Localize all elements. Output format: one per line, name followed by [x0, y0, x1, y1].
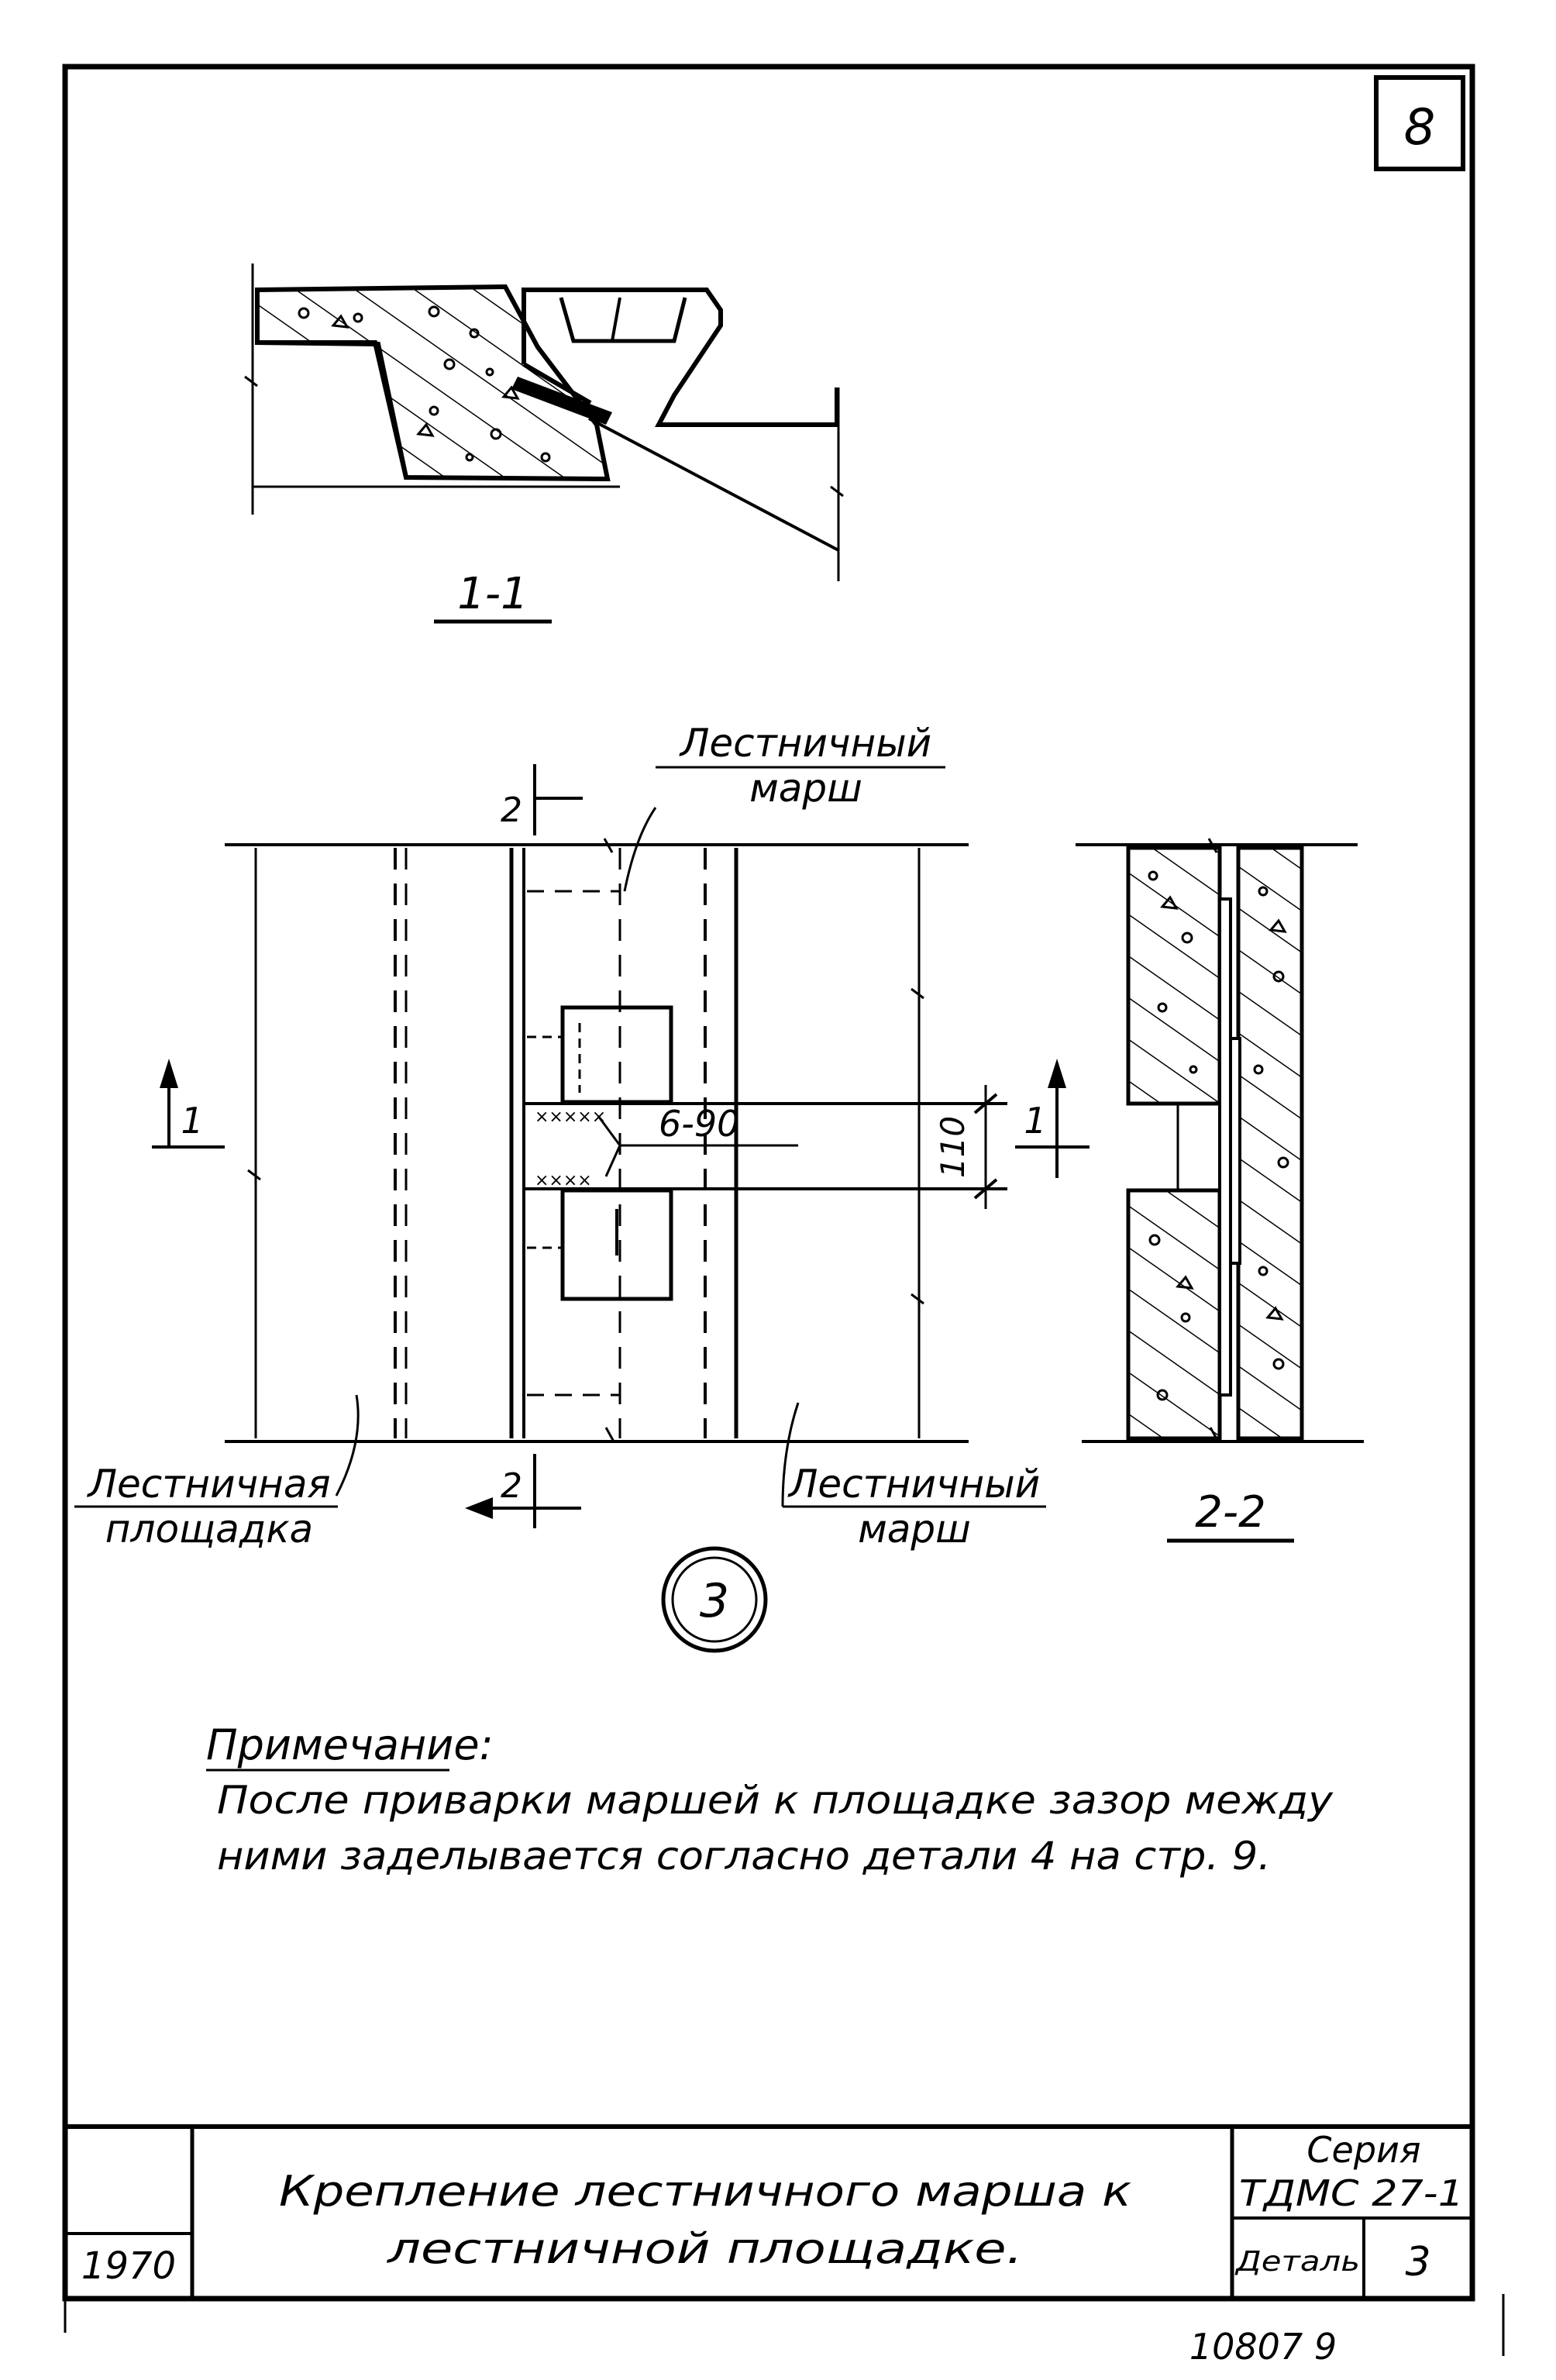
label-landing-1: Лестничная: [86, 1462, 330, 1507]
page-number-box: [1374, 75, 1465, 171]
detail-value: 3: [1405, 2239, 1430, 2285]
weld-bead: [511, 377, 612, 425]
right-break-lower: [911, 1293, 924, 1305]
right-break-upper: [911, 987, 924, 1000]
step-notch: [559, 297, 687, 343]
detail-number: 3: [700, 1574, 729, 1628]
dimension-value: 110: [934, 1116, 972, 1178]
left-slab-upper: [1126, 846, 1222, 1106]
label-march-top-1: Лестничный: [679, 721, 931, 766]
section-2-2: 2-2: [1076, 838, 1364, 1543]
break-mark-right: [830, 485, 844, 498]
series-label: Серия: [1306, 2129, 1420, 2171]
weld-marks-lower: ××××: [535, 1171, 592, 1190]
cut-1-right-label: 1: [1024, 1100, 1046, 1142]
break-mark-left: [244, 375, 258, 387]
leader-march-top: [623, 807, 657, 892]
dimension-tick-upper: [973, 1093, 998, 1114]
section-1-1: 1-1: [244, 263, 844, 624]
detail-circle-inner: [671, 1556, 758, 1643]
label-landing-2: площадка: [105, 1507, 313, 1552]
section-2-2-aggregate: [1148, 870, 1289, 1401]
note-line-2: ними заделывается согласно детали 4 на с…: [217, 1834, 1271, 1879]
cut-2-bottom-arrowhead: [465, 1497, 493, 1519]
detail-label: Деталь: [1234, 2246, 1360, 2278]
embedded-plate-section: [1218, 897, 1232, 1397]
label-march-bottom-2: марш: [858, 1507, 971, 1552]
title-block: 1970 Крепление лестничного марша к лестн…: [65, 2124, 1472, 2299]
weld-marks-upper: ×××××: [535, 1107, 606, 1127]
section-2-2-label: 2-2: [1195, 1487, 1265, 1538]
sheet-frame: [62, 64, 1475, 2302]
cut-1-left-label: 1: [181, 1100, 203, 1142]
stair-march-soffit: [588, 417, 839, 552]
cut-2-bottom-label: 2: [501, 1466, 522, 1506]
series-value: ТДМС 27-1: [1239, 2172, 1464, 2214]
cut-1-right-arrowhead: [1048, 1059, 1066, 1088]
bottom-reference: 10807 9: [1189, 2326, 1337, 2368]
plan-left-break: [247, 1169, 261, 1181]
leader-landing: [335, 1394, 360, 1497]
detail-circle-outer: [661, 1546, 768, 1653]
leader-march-bottom: [781, 1402, 800, 1507]
weld-designation: 6-90: [659, 1103, 739, 1145]
section-1-1-label: 1-1: [457, 569, 528, 619]
note-title: Примечание:: [206, 1720, 494, 1769]
drawing-title-2: лестничной площадке.: [387, 2224, 1023, 2273]
landing-slab-inner-edge: [257, 340, 408, 478]
concrete-aggregate-marks: [298, 305, 551, 463]
connecting-plate-section: [1229, 1037, 1241, 1265]
step-notch-divider: [611, 297, 621, 342]
cut-1-left-arrowhead: [160, 1059, 178, 1088]
page-number: 8: [1404, 99, 1436, 157]
right-slab: [1236, 846, 1304, 1441]
label-march-bottom-1: Лестничный: [787, 1462, 1040, 1507]
note-block: Примечание: После приварки маршей к площ…: [206, 1720, 1334, 1879]
cut-2-top-label: 2: [501, 790, 522, 830]
plan-view: ××××× ×××× 6-90 110 2 2 1 1: [74, 721, 1090, 1653]
stair-march-seat: [522, 362, 592, 405]
label-march-top-2: марш: [749, 766, 862, 811]
top-break-mark: [603, 838, 614, 853]
section-2-2-bottom-break: [1209, 1427, 1220, 1442]
bottom-break-mark: [604, 1427, 615, 1442]
section-2-2-top-break: [1207, 838, 1218, 853]
stair-march-profile: [522, 288, 839, 427]
drawing-title-1: Крепление лестничного марша к: [279, 2167, 1131, 2216]
year: 1970: [81, 2244, 176, 2288]
note-line-1: После приварки маршей к площадке зазор м…: [217, 1778, 1334, 1823]
dimension-tick-lower: [973, 1178, 998, 1200]
left-slab-lower: [1126, 1188, 1222, 1441]
